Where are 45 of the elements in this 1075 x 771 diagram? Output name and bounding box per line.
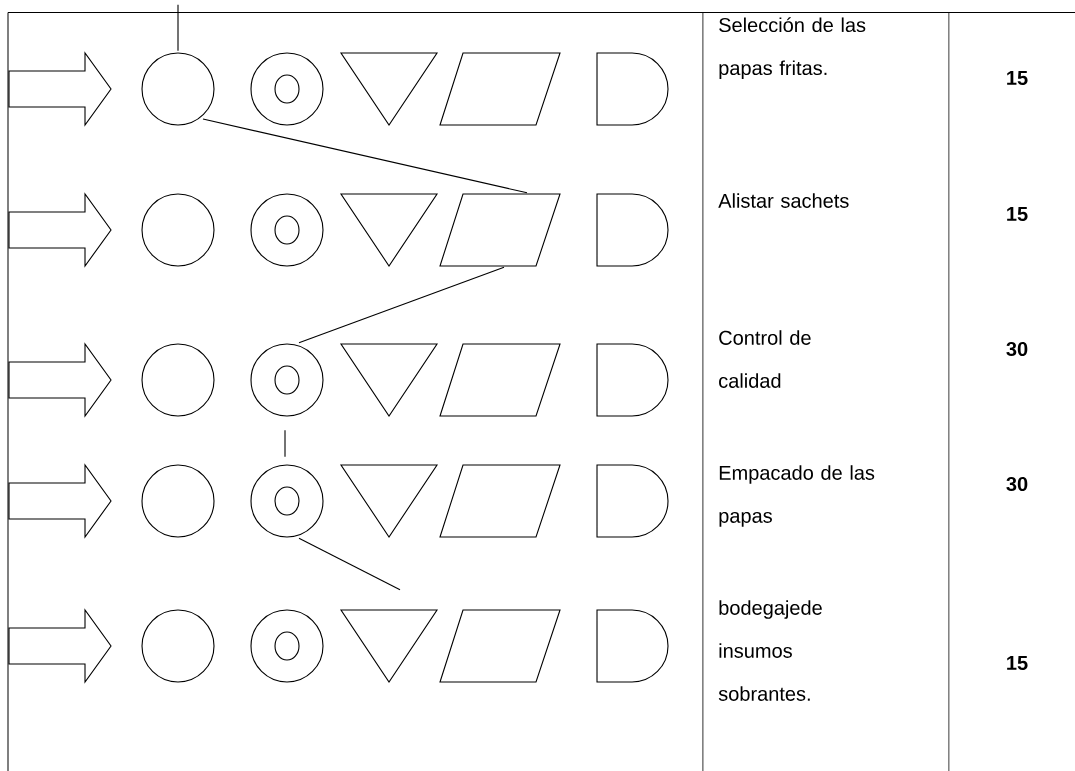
circle-symbol — [141, 464, 215, 538]
circle-symbol — [141, 193, 215, 267]
circle-symbol — [141, 609, 215, 683]
connector-line — [298, 266, 505, 344]
step-description: Selección de las papas fritas. — [719, 17, 866, 80]
time-value: 15 — [1007, 207, 1028, 221]
ring-symbol — [250, 52, 324, 126]
triangle-symbol — [340, 464, 439, 538]
time-value: 15 — [1007, 71, 1028, 85]
parallelogram-symbol — [439, 609, 561, 683]
step-description: Alistar sachets — [718, 193, 849, 208]
step-description: bodegajede insumos sobrantes. — [718, 600, 822, 701]
parallelogram-symbol — [439, 193, 561, 267]
circle-symbol — [141, 52, 215, 126]
ring-symbol — [250, 609, 324, 683]
triangle-symbol — [340, 52, 439, 126]
time-value: 30 — [1006, 341, 1028, 357]
block-arrow — [8, 51, 112, 127]
connector-line — [177, 4, 179, 52]
circle-symbol — [141, 343, 215, 417]
ring-symbol — [250, 343, 324, 417]
parallelogram-symbol — [439, 464, 561, 538]
connector-line — [202, 118, 528, 194]
triangle-symbol — [340, 609, 439, 683]
ring-symbol — [250, 464, 324, 538]
delay-symbol — [596, 464, 669, 538]
delay-symbol — [596, 609, 669, 683]
block-arrow — [8, 463, 112, 539]
delay-symbol — [596, 343, 669, 417]
block-arrow — [8, 192, 112, 268]
step-description: Control de calidad — [719, 330, 811, 388]
connector-line — [284, 429, 286, 458]
step-description: Empacado de las papas — [719, 465, 875, 527]
block-arrow — [8, 342, 112, 418]
triangle-symbol — [340, 343, 439, 417]
connector-line — [298, 537, 401, 591]
delay-symbol — [596, 193, 669, 267]
time-value: 30 — [1006, 476, 1028, 492]
parallelogram-symbol — [439, 343, 561, 417]
time-value: 15 — [1007, 656, 1028, 670]
block-arrow — [8, 608, 112, 684]
ring-symbol — [250, 193, 324, 267]
delay-symbol — [596, 52, 669, 126]
parallelogram-symbol — [439, 52, 561, 126]
triangle-symbol — [340, 193, 439, 267]
